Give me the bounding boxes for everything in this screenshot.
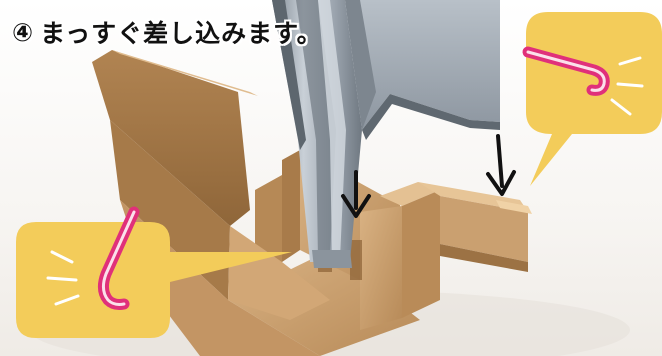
left-detail-bubble (16, 206, 292, 338)
bent-line-icon (522, 46, 610, 96)
bent-line-icon (97, 206, 140, 310)
step-number: ④ (12, 17, 35, 47)
motion-lines-icon (610, 56, 644, 116)
down-arrow-icon (486, 134, 516, 196)
rail-back-panel (345, 0, 500, 130)
step-instruction: まっすぐ差し込みます。 (40, 19, 323, 48)
rail (272, 0, 500, 268)
right-detail-bubble (522, 12, 662, 186)
motion-lines-icon (46, 250, 80, 306)
down-arrow-icon (341, 170, 371, 218)
step-title: ④ まっすぐ差し込みます。 (12, 14, 323, 50)
bracket-back-wall (92, 50, 250, 226)
